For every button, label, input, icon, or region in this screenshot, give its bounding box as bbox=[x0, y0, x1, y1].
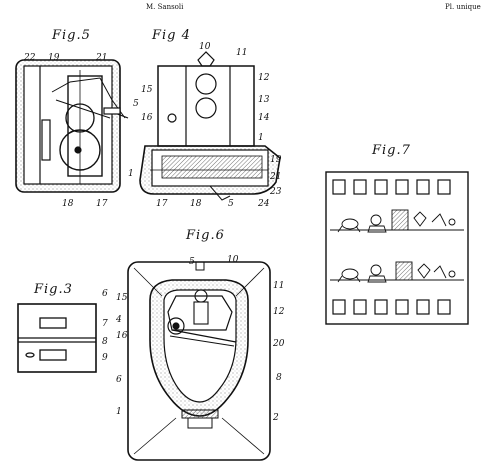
fig6-title: Fig.6 bbox=[186, 228, 225, 243]
fig4-labels: 10 11 12 15 13 16 14 1 19 21 23 17 18 5 … bbox=[141, 42, 282, 209]
fig7-title: Fig.7 bbox=[372, 143, 411, 158]
fig4-drawing bbox=[139, 51, 281, 201]
fig4-label: 10 bbox=[199, 42, 211, 52]
fig6-drawing bbox=[127, 261, 271, 461]
fig5-label: 17 bbox=[96, 199, 108, 209]
fig5-title: Fig.5 bbox=[52, 28, 91, 43]
fig3-drawing bbox=[17, 303, 97, 373]
fig6-label: 1 bbox=[116, 407, 122, 417]
fig4-label: 15 bbox=[141, 85, 153, 95]
fig4-title: Fig 4 bbox=[152, 28, 191, 43]
fig4-label: 1 bbox=[258, 133, 264, 143]
fig4-label: 17 bbox=[156, 199, 168, 209]
plate-label: Pl. unique bbox=[445, 3, 481, 11]
fig4-label: 23 bbox=[269, 187, 282, 197]
fig3-title: Fig.3 bbox=[34, 282, 73, 297]
fig5-label: 19 bbox=[48, 53, 60, 63]
fig7-scene-top bbox=[330, 209, 464, 233]
fig3-label: 8 bbox=[102, 337, 108, 347]
author-name: M. Sansoli bbox=[146, 3, 184, 11]
fig3-labels: 6 7 8 9 bbox=[102, 289, 108, 363]
fig7-film-strip bbox=[325, 171, 469, 325]
fig7-sprocket-row-top bbox=[332, 179, 451, 195]
fig5-drawing bbox=[15, 59, 129, 193]
fig6-label: 11 bbox=[273, 281, 284, 291]
fig6-label: 16 bbox=[116, 331, 128, 341]
fig4-label: 18 bbox=[190, 199, 202, 209]
fig4-label: 11 bbox=[236, 48, 247, 58]
fig6-label: 12 bbox=[273, 307, 285, 317]
fig4-label: 14 bbox=[258, 113, 270, 123]
fig4-label: 5 bbox=[228, 199, 234, 209]
fig3-label: 6 bbox=[102, 289, 108, 299]
fig5-label: 18 bbox=[62, 199, 74, 209]
fig5-label: 5 bbox=[133, 99, 139, 109]
fig4-label: 24 bbox=[257, 199, 270, 209]
fig4-label: 19 bbox=[270, 155, 282, 165]
fig6-label: 5 bbox=[189, 257, 195, 267]
fig6-label: 15 bbox=[116, 293, 128, 303]
fig5-label: 21 bbox=[95, 53, 107, 63]
fig4-label: 12 bbox=[258, 73, 270, 83]
fig4-label: 13 bbox=[258, 95, 270, 105]
fig3-label: 9 bbox=[102, 353, 108, 363]
fig3-label: 7 bbox=[102, 319, 108, 329]
fig6-label: 8 bbox=[276, 373, 282, 383]
fig6-label: 6 bbox=[116, 375, 122, 385]
fig5-label: 1 bbox=[128, 169, 134, 179]
fig6-label: 2 bbox=[272, 413, 279, 423]
fig6-labels: 5 10 11 12 15 4 16 20 6 8 1 2 bbox=[115, 255, 285, 423]
fig6-label: 10 bbox=[227, 255, 239, 265]
fig5-labels: 22 19 21 5 1 18 17 bbox=[23, 53, 139, 209]
fig4-label: 21 bbox=[269, 172, 281, 182]
fig7-sprocket-row-bottom bbox=[332, 299, 451, 315]
fig6-label: 4 bbox=[115, 315, 122, 325]
fig7-scene-bottom bbox=[330, 261, 464, 283]
fig6-label: 20 bbox=[272, 339, 285, 349]
fig4-label: 16 bbox=[141, 113, 153, 123]
fig5-label: 22 bbox=[23, 53, 36, 63]
